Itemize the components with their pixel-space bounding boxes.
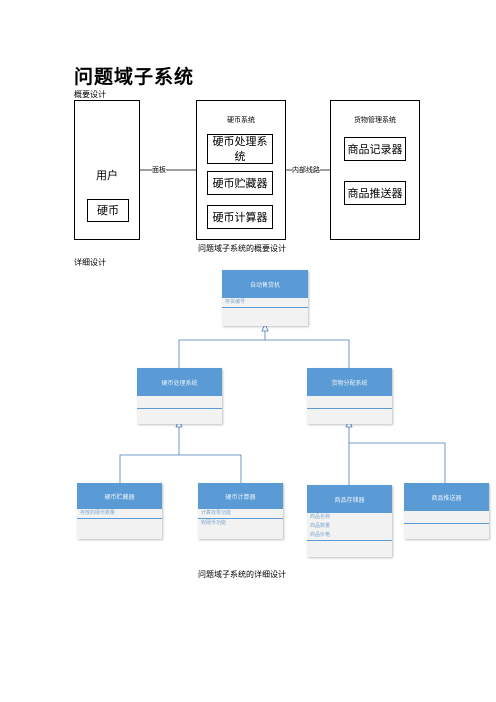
class-goods-pusher-attrs xyxy=(404,514,489,524)
class-goods-pusher-name: 商品推送器 xyxy=(404,483,489,511)
class-coin-calculator-attr-1: 计算找零功能 xyxy=(198,509,283,519)
class-coin-processing-name: 硬币处理系统 xyxy=(137,368,222,396)
class-vending-machine-attr: 存货编号 xyxy=(222,298,308,308)
goods-branch-line xyxy=(348,442,446,485)
overview-heading: 概要设计 xyxy=(74,90,106,99)
class-coin-storage-name: 硬币贮藏器 xyxy=(77,483,162,509)
class-coin-calculator-name: 硬币计算器 xyxy=(198,483,283,509)
coin-calculator-item: 硬币计算器 xyxy=(207,205,273,229)
panel-label: 面板 xyxy=(152,165,166,175)
user-label: 用户 xyxy=(96,169,118,182)
user-box: 用户 硬币 xyxy=(74,100,140,240)
class-goods-pusher: 商品推送器 xyxy=(404,483,489,539)
class-goods-recorder-attr-2: 商品数量 xyxy=(310,523,331,529)
overview-caption: 问题域子系统的概要设计 xyxy=(198,244,286,253)
goods-pusher-item: 商品推送器 xyxy=(344,181,406,205)
coin-processing-item: 硬币处理系统 xyxy=(207,134,273,164)
goods-system-title: 货物管理系统 xyxy=(354,116,396,124)
class-coin-storage-attr: 存放的硬币数量 xyxy=(77,509,162,519)
class-goods-recorder-attr-3: 商品价格 xyxy=(307,531,392,541)
root-branch-line xyxy=(178,339,350,370)
class-coin-processing-attrs xyxy=(137,399,222,409)
class-coin-calculator-attr-2: 收硬币功能 xyxy=(201,520,227,526)
coin-item: 硬币 xyxy=(87,199,129,222)
class-goods-recorder-name: 商品存储器 xyxy=(307,485,392,513)
class-coin-calculator: 硬币计算器 计算找零功能 收硬币功能 xyxy=(198,483,283,539)
page-title: 问题域子系统 xyxy=(74,66,195,88)
coin-system-title: 硬币系统 xyxy=(227,116,255,124)
class-goods-distribution: 货物分配系统 xyxy=(307,368,392,424)
class-coin-processing: 硬币处理系统 xyxy=(137,368,222,424)
class-goods-distribution-name: 货物分配系统 xyxy=(307,368,392,396)
root-arrowhead xyxy=(261,322,269,332)
coin-storage-item: 硬币贮藏器 xyxy=(207,171,273,195)
class-goods-recorder: 商品存储器 商品名称 商品数量 商品价格 xyxy=(307,485,392,557)
class-goods-distribution-attrs xyxy=(307,399,392,409)
coin-system-box: 硬币系统 硬币处理系统 硬币贮藏器 硬币计算器 xyxy=(196,100,286,240)
internal-label: 内部线路 xyxy=(292,165,320,175)
class-vending-machine: 自动售货机 存货编号 xyxy=(222,270,308,326)
detail-caption: 问题域子系统的详细设计 xyxy=(198,570,286,579)
goods-system-box: 货物管理系统 商品记录器 商品推送器 xyxy=(330,100,420,240)
coin-branch-line xyxy=(119,454,242,485)
class-goods-recorder-attr-1: 商品名称 xyxy=(310,514,331,520)
detail-heading: 详细设计 xyxy=(74,258,106,267)
goods-recorder-item: 商品记录器 xyxy=(344,137,406,161)
class-vending-machine-name: 自动售货机 xyxy=(222,270,308,298)
class-coin-storage: 硬币贮藏器 存放的硬币数量 xyxy=(77,483,162,539)
